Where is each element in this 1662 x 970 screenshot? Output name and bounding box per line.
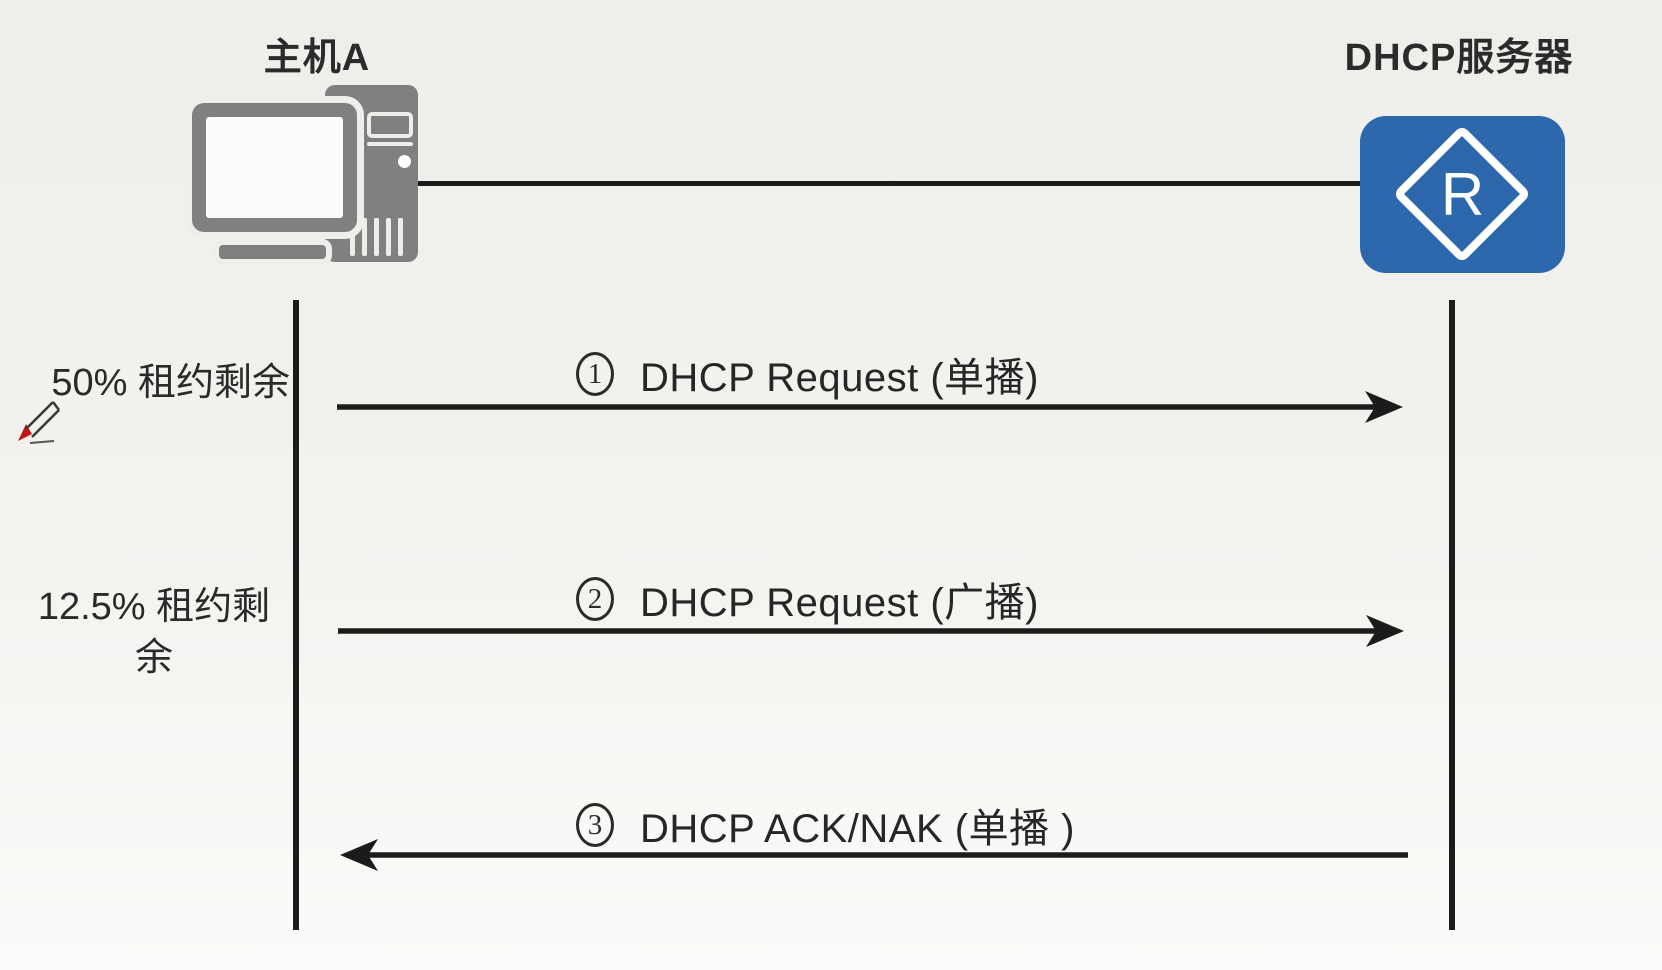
monitor-stand-base xyxy=(219,245,326,259)
annotation-12-5-line1: 12.5% 租约剩 xyxy=(37,586,271,628)
arrow-right-icon xyxy=(337,391,1403,423)
pc-vent xyxy=(386,218,391,256)
dhcp-server-title: DHCP服务器 xyxy=(1344,37,1574,79)
message-2-label: DHCP Request (广播) xyxy=(640,581,1039,625)
annotation-50-percent-lease: 50% 租约剩余 xyxy=(51,362,290,404)
host-computer-icon xyxy=(192,85,418,262)
message-2: 2 DHCP Request (广播) xyxy=(576,570,1039,628)
arrow-right-icon xyxy=(338,615,1404,647)
step-1-circled-number: 1 xyxy=(576,352,614,396)
arrow-left-icon xyxy=(340,839,1408,871)
host-server-link-line xyxy=(418,181,1360,186)
monitor-screen xyxy=(206,117,343,218)
pc-drive-slot xyxy=(367,112,413,138)
router-r-letter: R xyxy=(1440,161,1485,228)
host-title: 主机A xyxy=(263,37,371,79)
monitor xyxy=(192,103,357,232)
message-3-label: DHCP ACK/NAK (单播 ) xyxy=(640,807,1075,851)
server-lifeline xyxy=(1449,300,1455,930)
pc-vent xyxy=(398,218,403,256)
pc-vent xyxy=(374,218,379,256)
dhcp-server-router-icon: R xyxy=(1360,116,1565,273)
pc-vent xyxy=(362,218,367,256)
message-1-label: DHCP Request (单播) xyxy=(640,356,1039,400)
message-1: 1 DHCP Request (单播) xyxy=(576,345,1039,403)
annotation-12-5-line2: 余 xyxy=(134,637,173,680)
monitor-stand-neck xyxy=(254,231,286,247)
pc-tower-separator xyxy=(367,142,413,146)
annotation-12-5-percent-lease: 12.5% 租约剩 余 xyxy=(28,582,280,685)
pc-vent xyxy=(350,218,355,256)
step-3-circled-number: 3 xyxy=(576,803,614,847)
host-lifeline xyxy=(293,300,299,930)
step-2-circled-number: 2 xyxy=(576,577,614,621)
red-pencil-cursor-icon xyxy=(18,401,61,444)
message-3: 3 DHCP ACK/NAK (单播 ) xyxy=(576,796,1075,854)
pc-power-button xyxy=(398,155,411,168)
